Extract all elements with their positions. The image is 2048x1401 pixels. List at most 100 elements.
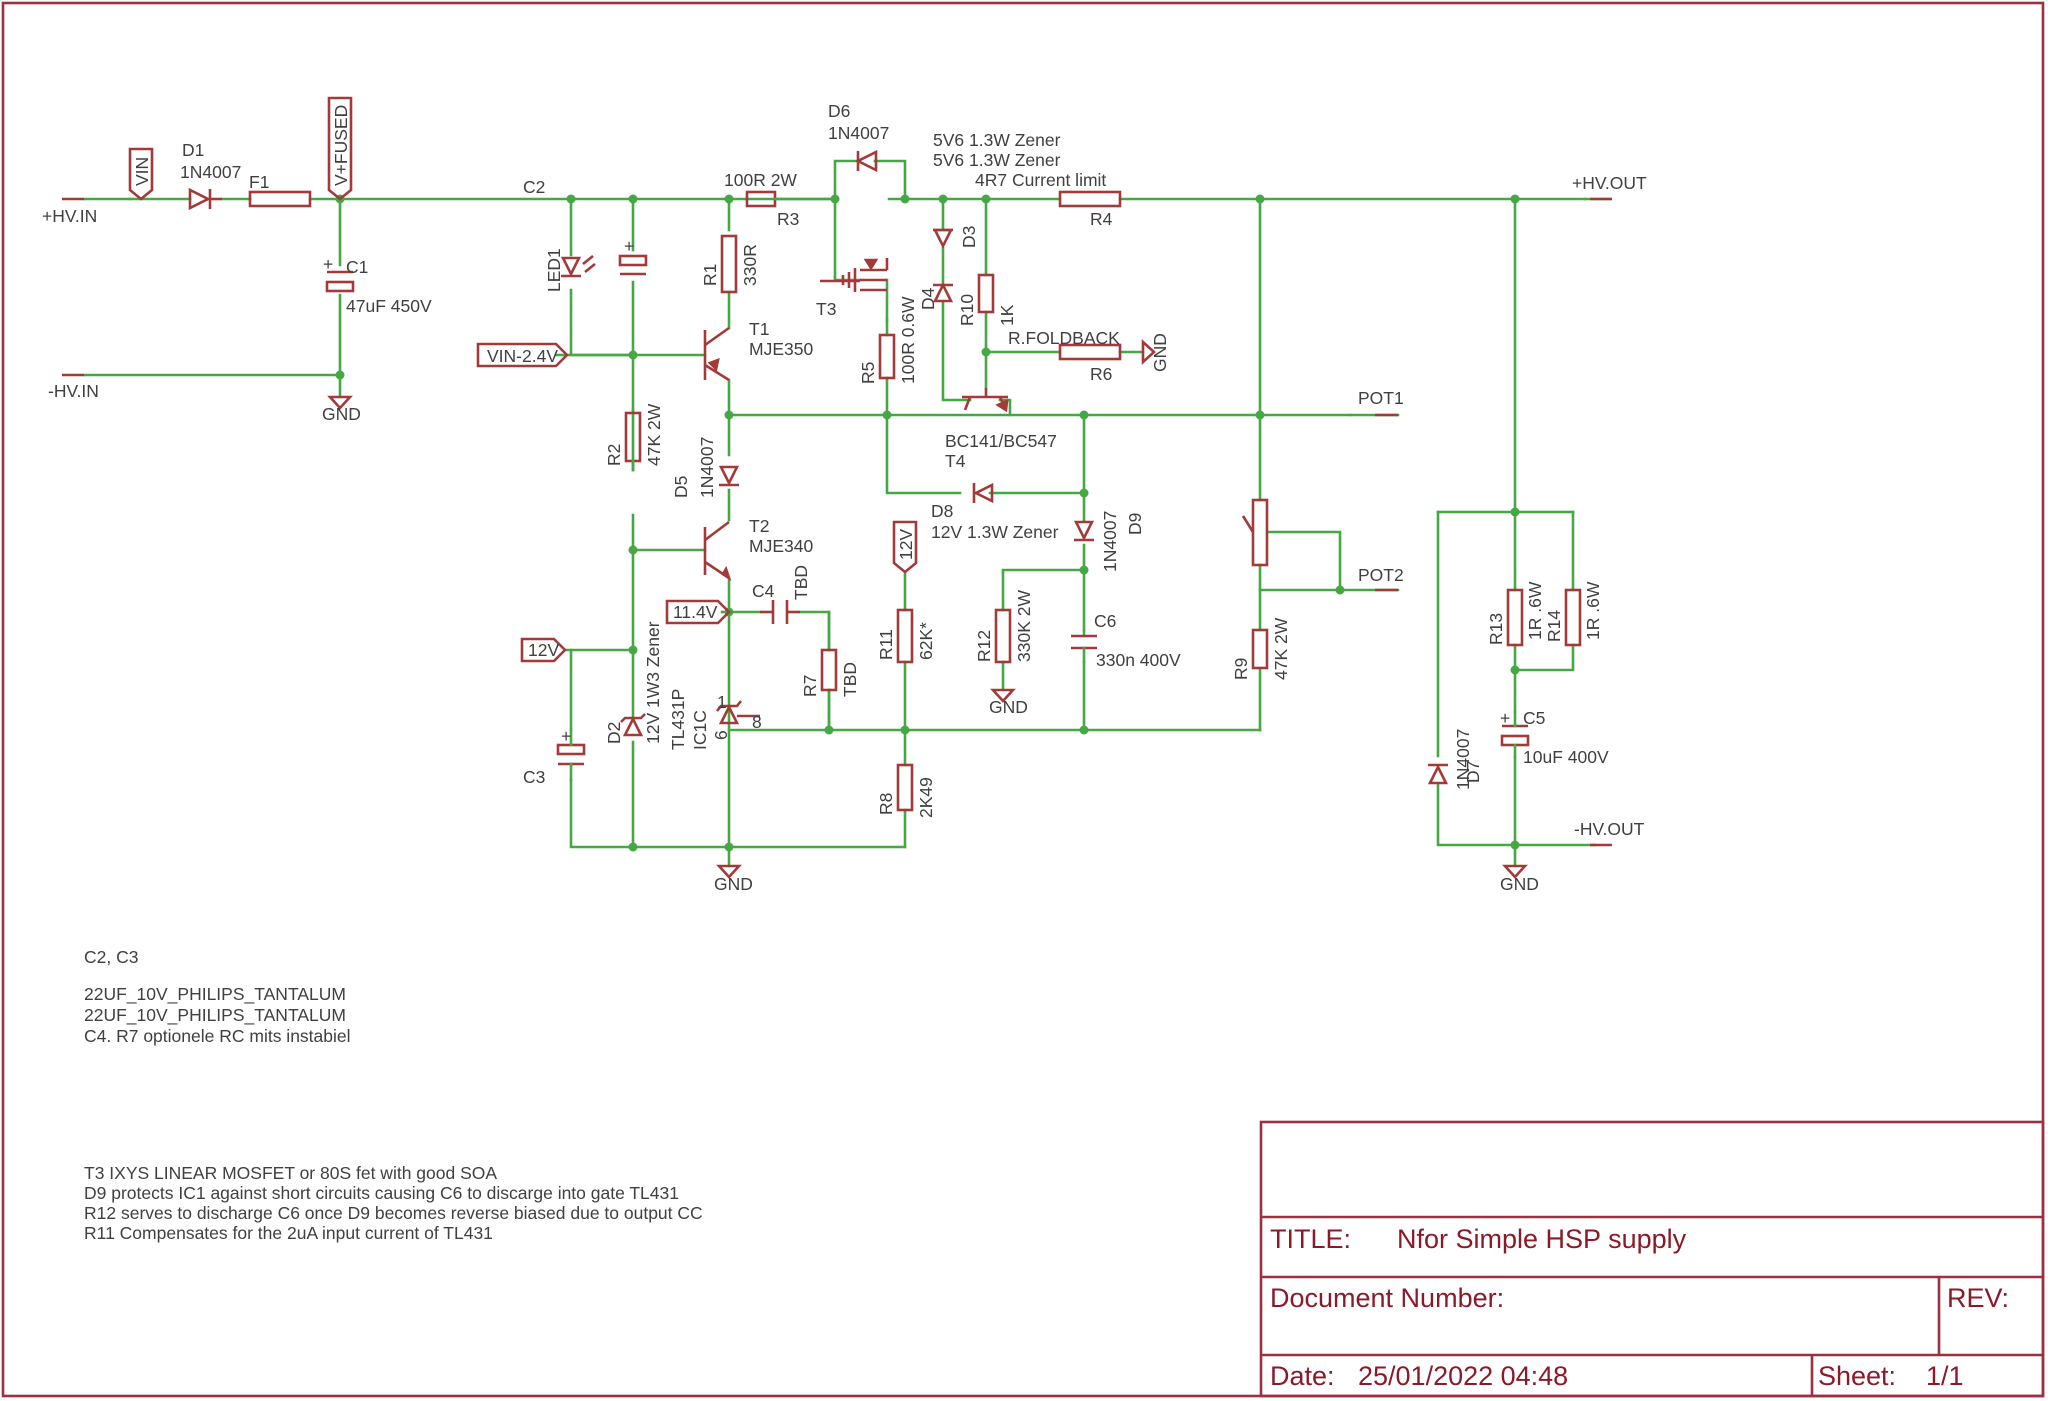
- diode-d6: D6 1N4007: [828, 101, 889, 173]
- flag-12v-r11: 12V: [892, 520, 918, 574]
- gnd-r12-label: GND: [989, 697, 1028, 717]
- gnd-c1: GND: [322, 395, 361, 424]
- led-led1: LED1: [544, 248, 596, 292]
- t1-value: MJE350: [749, 339, 813, 359]
- resistor-r14: R14 1R .6W: [1544, 581, 1603, 647]
- date-value: 25/01/2022 04:48: [1358, 1361, 1568, 1391]
- resistor-r11: R11 62K*: [876, 608, 936, 664]
- r4-value: 4R7 Current limit: [975, 170, 1106, 190]
- flag-12v-r11-label: 12V: [896, 529, 916, 560]
- resistor-r4: 4R7 Current limit R4: [975, 170, 1122, 229]
- r6-value: R.FOLDBACK: [1008, 328, 1120, 348]
- resistor-r8: R8 2K49: [876, 763, 936, 818]
- port-hv-out-neg: -HV.OUT: [1574, 819, 1645, 847]
- flag-vin-label: VIN: [132, 157, 152, 186]
- flag-12v-left: 12V: [520, 637, 567, 663]
- r2-value: 47K 2W: [644, 403, 664, 466]
- diode-d5: D5 1N4007: [671, 437, 740, 498]
- d9-name: D9: [1125, 513, 1145, 535]
- d2-name: D2: [604, 722, 624, 744]
- transistor-t4: BC141/BC547 T4: [945, 388, 1057, 471]
- notes-block: C2, C3 22UF_10V_PHILIPS_TANTALUM 22UF_10…: [84, 947, 703, 1243]
- t2-value: MJE340: [749, 536, 813, 556]
- gnd-r6-label: GND: [1150, 333, 1170, 372]
- r1-value: 330R: [740, 244, 760, 286]
- port-hv-out-neg-label: -HV.OUT: [1574, 819, 1645, 839]
- diode-d4: D4: [918, 282, 954, 310]
- c6-value: 330n 400V: [1096, 650, 1181, 670]
- capacitor-c4: C4 TBD: [752, 565, 811, 624]
- sheet-label: Sheet:: [1818, 1361, 1896, 1391]
- flag-vin-2v4: VIN-2.4V: [476, 342, 569, 368]
- d3-name: D3: [959, 226, 979, 248]
- c2-name: C2: [523, 177, 545, 197]
- t4-value: BC141/BC547: [945, 431, 1057, 451]
- r14-value: 1R .6W: [1583, 581, 1603, 640]
- port-pot1-label: POT1: [1358, 388, 1404, 408]
- flag-vfused-label: V+FUSED: [331, 105, 351, 186]
- capacitor-c2: +: [618, 236, 648, 276]
- r5-value: 100R 0.6W: [898, 296, 918, 384]
- d6-name: D6: [828, 101, 850, 121]
- svg-text:+: +: [561, 726, 571, 746]
- r14-name: R14: [1544, 610, 1564, 642]
- capacitor-c3: + C3: [523, 726, 586, 787]
- r8-value: 2K49: [916, 777, 936, 818]
- c1-name: C1: [346, 257, 368, 277]
- diode-d8: D8 12V 1.3W Zener: [931, 482, 1059, 542]
- d8-value: 12V 1.3W Zener: [931, 522, 1059, 542]
- ic1-pin-a: 1: [717, 692, 727, 712]
- gnd-r6: GND: [1141, 333, 1170, 372]
- flag-12v-left-label: 12V: [528, 640, 559, 660]
- flag-vin-2v4-label: VIN-2.4V: [487, 346, 558, 366]
- r3-value: 100R 2W: [724, 170, 797, 190]
- note-6: D9 protects IC1 against short circuits c…: [84, 1183, 679, 1203]
- doc-number-label: Document Number:: [1270, 1283, 1504, 1313]
- ic1-pin-b: 6: [711, 730, 731, 740]
- note-4: C4. R7 optionele RC mits instabiel: [84, 1026, 351, 1046]
- f1-name: F1: [249, 172, 269, 192]
- gnd-out-label: GND: [1500, 874, 1539, 894]
- note-2: 22UF_10V_PHILIPS_TANTALUM: [84, 984, 346, 1005]
- gnd-main-label: GND: [714, 874, 753, 894]
- note-7: R12 serves to discharge C6 once D9 becom…: [84, 1203, 703, 1223]
- c1-value: 47uF 450V: [346, 296, 432, 316]
- diode-d7: D7 1N4007: [1427, 729, 1483, 790]
- note-3: 22UF_10V_PHILIPS_TANTALUM: [84, 1005, 346, 1026]
- resistor-r13: R13 1R .6W: [1486, 581, 1545, 647]
- port-hv-in-pos-label: +HV.IN: [42, 206, 97, 226]
- port-hv-in-neg-label: -HV.IN: [48, 381, 99, 401]
- sheet-value: 1/1: [1926, 1361, 1964, 1391]
- drawing-title: Nfor Simple HSP supply: [1397, 1224, 1687, 1254]
- title-label: TITLE:: [1270, 1224, 1351, 1254]
- gnd-main: GND: [714, 845, 753, 894]
- port-pot1: POT1: [1358, 388, 1404, 417]
- r3-name: R3: [777, 209, 799, 229]
- svg-text:+: +: [624, 236, 634, 256]
- port-pot2: POT2: [1358, 565, 1404, 592]
- ic1-pin-c: 8: [752, 712, 762, 732]
- d2-value: 12V 1W3 Zener: [643, 621, 663, 744]
- t2-name: T2: [749, 516, 769, 536]
- r12-name: R12: [974, 630, 994, 662]
- note-5: T3 IXYS LINEAR MOSFET or 80S fet with go…: [84, 1163, 497, 1183]
- c3-name: C3: [523, 767, 545, 787]
- junctions: [335, 194, 1520, 852]
- gnd-r12: GND: [989, 688, 1028, 717]
- r6-name: R6: [1090, 364, 1112, 384]
- diode-d3: D3: [932, 226, 979, 249]
- t1-name: T1: [749, 319, 769, 339]
- r7-name: R7: [800, 675, 820, 697]
- t3-name: T3: [816, 299, 836, 319]
- d7-name: D7: [1463, 761, 1483, 783]
- c5-name: C5: [1523, 708, 1545, 728]
- r11-value: 62K*: [916, 622, 936, 660]
- d1-value: 1N4007: [180, 162, 241, 182]
- d5-value: 1N4007: [697, 437, 717, 498]
- fuse-f1: F1: [248, 172, 312, 208]
- diode-d1: D1 1N4007: [180, 140, 241, 211]
- led1-name: LED1: [544, 248, 564, 292]
- transistor-t1: T1 MJE350: [703, 319, 813, 382]
- r11-name: R11: [876, 629, 896, 660]
